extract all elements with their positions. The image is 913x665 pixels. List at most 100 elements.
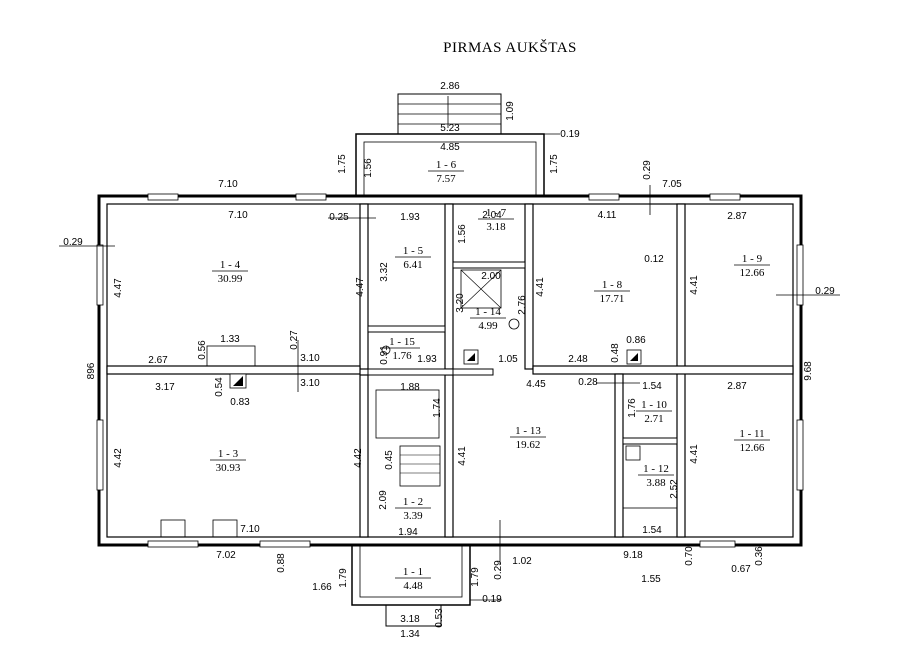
dimension-label: 4.41 (689, 444, 700, 464)
dimension-label: 1.88 (400, 382, 420, 393)
room-id-label: 1 - 9 (742, 253, 763, 265)
dimension-label: 0.29 (642, 160, 653, 180)
dimension-label: 2.04 (482, 210, 502, 221)
room-area-label: 30.93 (216, 462, 241, 474)
dimension-label: 9.68 (803, 361, 814, 381)
boiler (212, 519, 238, 538)
dimension-label: 0.45 (384, 450, 395, 470)
dimension-label: 1.34 (400, 629, 420, 640)
dimension-label: 0.27 (289, 330, 300, 350)
room-id-label: 1 - 13 (515, 425, 541, 437)
stove (206, 345, 256, 367)
dimension-label: 1.74 (432, 398, 443, 418)
dimension-label: 1.55 (641, 574, 661, 585)
dimension-label: 5.23 (440, 123, 460, 134)
wall (367, 368, 454, 376)
room-area-label: 30.99 (218, 273, 243, 285)
room-area-label: 4.99 (478, 320, 498, 332)
dimension-label: 1.79 (338, 568, 349, 588)
wall (452, 261, 526, 269)
dimension-label: 4.41 (535, 277, 546, 297)
dimension-label: 1.54 (642, 525, 662, 536)
room-id-label: 1 - 11 (739, 428, 764, 440)
dimension-label: 1.79 (470, 567, 481, 587)
dimension-label: 1.33 (220, 334, 240, 345)
toilet-bowl (508, 318, 520, 330)
wall (359, 374, 369, 538)
dimension-label: 1.94 (398, 527, 418, 538)
wall (452, 368, 494, 376)
room-id-label: 1 - 14 (475, 306, 501, 318)
dimension-label: 2.67 (148, 355, 168, 366)
wall (359, 203, 369, 370)
room-id-label: 1 - 4 (220, 259, 241, 271)
stair (375, 389, 440, 439)
wall (367, 325, 446, 333)
wall (614, 373, 624, 538)
room-id-label: 1 - 6 (436, 159, 457, 171)
dimension-label: 2.09 (378, 490, 389, 510)
dimension-label: 0.88 (276, 553, 287, 573)
dimension-label: 4.47 (113, 278, 124, 298)
dimension-label: 0.19 (482, 594, 502, 605)
top-porch-inner (363, 141, 537, 197)
dimension-label: 2.52 (669, 479, 680, 499)
window (96, 244, 104, 306)
dimension-label: 3.10 (300, 378, 320, 389)
dimension-label: 3.18 (400, 614, 420, 625)
chimney-fill (233, 376, 243, 386)
dimension-label: 0.12 (644, 254, 664, 265)
stair (399, 445, 441, 487)
dimension-label: 1.56 (363, 158, 374, 178)
room-area-label: 3.18 (486, 221, 506, 233)
dimension-label: 0.48 (610, 343, 621, 363)
dimension-label: 0.53 (434, 608, 445, 628)
window (259, 540, 311, 548)
walls (59, 93, 840, 627)
window (709, 193, 741, 201)
dimension-label: 7.10 (218, 179, 238, 190)
wall (524, 203, 534, 370)
room-area-label: 17.71 (600, 293, 625, 305)
window (588, 193, 620, 201)
dimension-label: 4.85 (440, 142, 460, 153)
room-id-label: 1 - 5 (403, 245, 424, 257)
dimension-label: 0.70 (684, 546, 695, 566)
dimension-label: 0.28 (578, 377, 598, 388)
dimension-label: 2.86 (440, 81, 460, 92)
room-id-label: 1 - 3 (218, 448, 239, 460)
wall (444, 203, 454, 370)
wall (106, 365, 361, 375)
wall (622, 437, 678, 445)
dimension-label: 2.87 (727, 381, 747, 392)
dimension-label: 4.41 (689, 275, 700, 295)
room-area-label: 3.39 (403, 510, 423, 522)
dimension-label: 0.56 (197, 340, 208, 360)
room-id-label: 1 - 15 (389, 336, 415, 348)
window (295, 193, 327, 201)
toilet-bowl (381, 345, 391, 355)
window (796, 244, 804, 306)
dimension-label: 7.05 (662, 179, 682, 190)
dimension-label: 4.47 (355, 277, 366, 297)
room-area-label: 19.62 (516, 439, 541, 451)
dimension-label: 0.91 (379, 345, 390, 365)
dimension-label: 4.41 (457, 446, 468, 466)
room-area-label: 3.88 (646, 477, 666, 489)
sink (160, 519, 186, 538)
dimension-label: 4.42 (353, 448, 364, 468)
window (96, 419, 104, 491)
dimension-label: 1.56 (457, 224, 468, 244)
dimension-label: 2.48 (568, 354, 588, 365)
chimney-fill (467, 353, 475, 361)
dimension-label: 0.29 (815, 286, 835, 297)
room-id-label: 1 - 12 (643, 463, 669, 475)
room-id-label: 1 - 10 (641, 399, 667, 411)
toilet (625, 445, 641, 461)
dimension-label: 4.11 (598, 210, 617, 221)
dimension-label: 0.29 (63, 237, 83, 248)
dimension-label: 4.45 (526, 379, 546, 390)
room-area-label: 12.66 (740, 267, 765, 279)
wall (444, 374, 454, 538)
